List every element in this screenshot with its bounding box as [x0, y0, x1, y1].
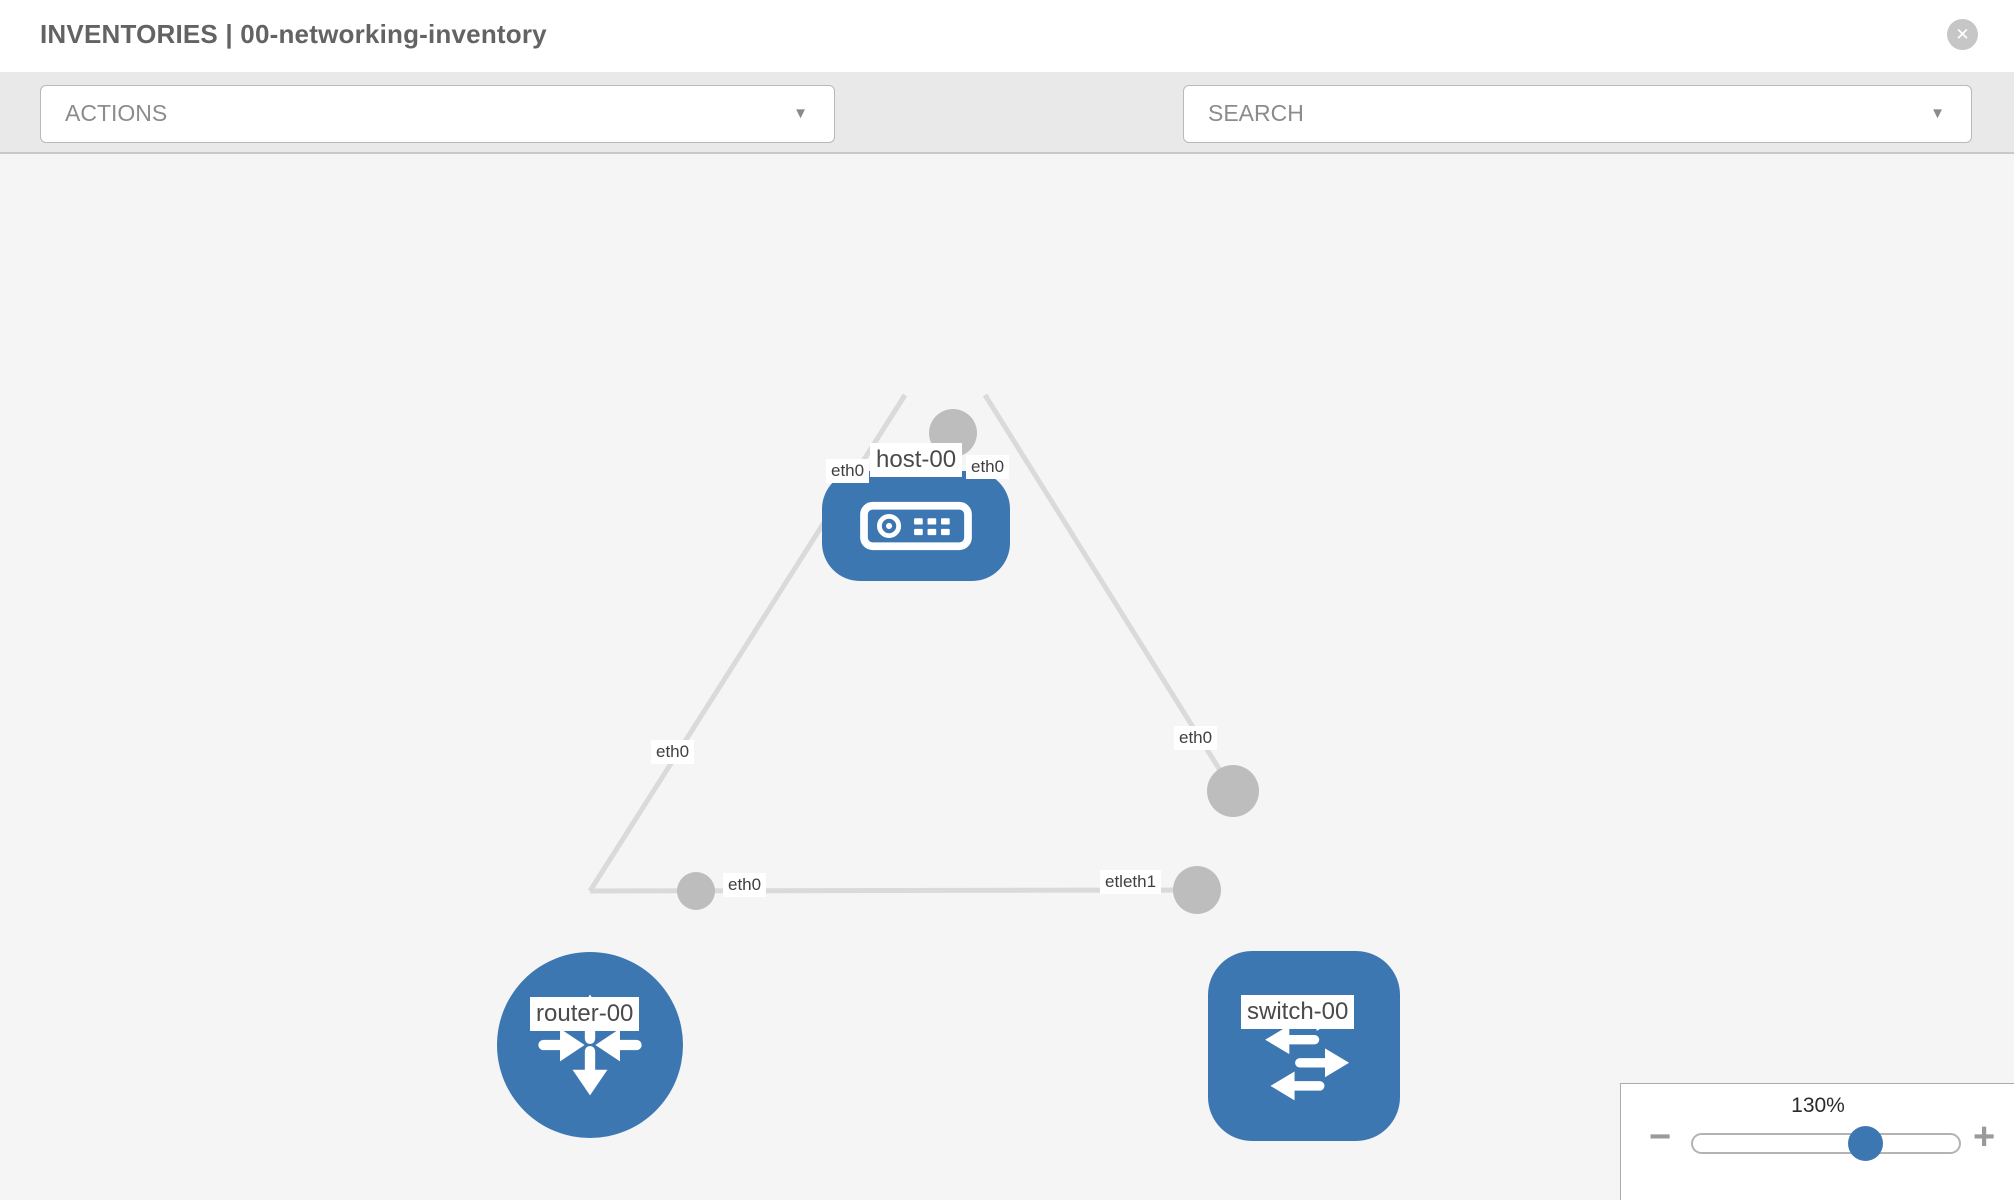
close-icon[interactable]: ✕ [1947, 19, 1978, 50]
header: INVENTORIES | 00-networking-inventory ✕ [0, 0, 2014, 72]
topology-canvas[interactable]: host-00 router-00 switch-00 eth0 eth0 et… [0, 154, 2014, 1200]
node-label-host: host-00 [870, 443, 963, 477]
actions-dropdown[interactable]: ACTIONS ▼ [40, 85, 835, 143]
zoom-slider-thumb[interactable] [1848, 1126, 1883, 1161]
link-host-switch[interactable] [982, 393, 1236, 793]
interface-label: eth0 [966, 455, 1010, 479]
zoom-out-button[interactable]: − [1649, 1116, 1672, 1158]
port-switch-eth1 [1173, 866, 1221, 914]
router-icon [538, 994, 642, 1096]
links-layer [587, 393, 1236, 894]
port-router-eth0 [677, 872, 715, 910]
zoom-level-label: 130% [1791, 1094, 1845, 1117]
zoom-slider-track[interactable] [1691, 1133, 1961, 1154]
interface-label: eth0 [651, 740, 695, 764]
interface-label: eth0 [723, 873, 767, 897]
toolbar: ACTIONS ▼ SEARCH ▼ [0, 72, 2014, 215]
node-label-switch: switch-00 [1241, 995, 1355, 1029]
port-switch-eth0 [1207, 765, 1259, 817]
node-router-00[interactable] [497, 952, 683, 1138]
chevron-down-icon: ▼ [793, 105, 808, 122]
search-dropdown-label: SEARCH [1208, 100, 1304, 126]
zoom-in-button[interactable]: + [1973, 1116, 1996, 1158]
actions-dropdown-label: ACTIONS [65, 100, 168, 126]
page-title: INVENTORIES | 00-networking-inventory [40, 19, 547, 49]
node-switch-00[interactable] [1208, 951, 1400, 1141]
node-label-router: router-00 [530, 997, 640, 1031]
node-host-00[interactable] [822, 471, 1010, 581]
chevron-down-icon: ▼ [1930, 105, 1945, 122]
interface-label: eth0 [826, 459, 870, 483]
interface-label: eth0 [1174, 726, 1218, 750]
search-dropdown[interactable]: SEARCH ▼ [1183, 85, 1972, 143]
host-icon [860, 501, 972, 551]
zoom-panel: 130% − + [1620, 1083, 2014, 1200]
interface-label: etleth1 [1100, 870, 1162, 894]
